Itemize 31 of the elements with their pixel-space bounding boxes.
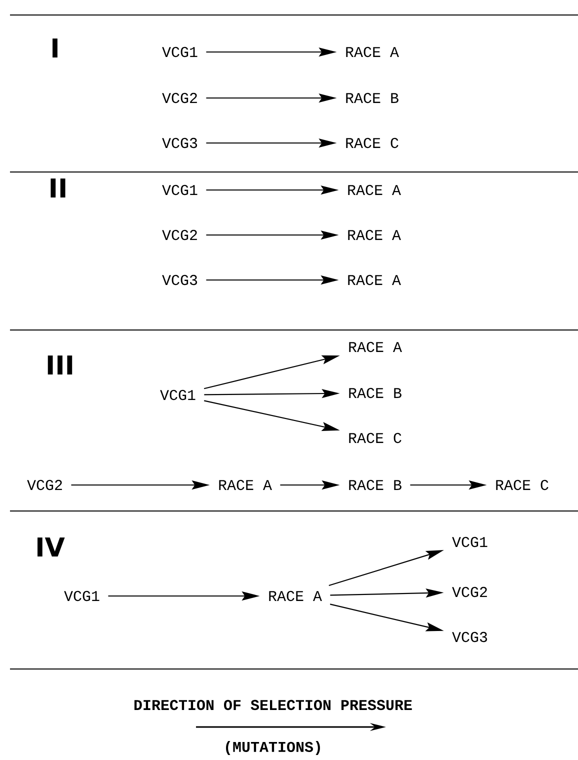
node-label: VCG3 [162,274,198,286]
node-label: RACE A [346,46,399,58]
section-numeral: IV [37,538,65,556]
node-label: RACE B [346,92,398,104]
node-label: RACE B [349,480,402,490]
node-label: VCG1 [160,390,196,400]
node-label: RACE B [349,388,402,398]
node-label: RACE A [219,480,272,490]
node-label: VCG2 [162,92,197,104]
node-label: RACE A [348,184,401,196]
node-label: RACE C [496,480,548,490]
node-label: VCG2 [452,586,487,598]
node-label: RACE C [346,138,398,148]
node-label: VCG2 [162,230,197,240]
node-label: VCG1 [162,46,198,58]
node-label: RACE A [349,342,402,352]
node-label: RACE A [348,230,401,240]
section-numeral: I [52,38,58,58]
node-label: VCG3 [162,138,198,148]
node-label: RACE A [269,590,322,602]
node-label: VCG2 [27,480,62,490]
section-numeral: II [50,178,66,198]
section-numeral: III [48,356,72,374]
caption-text: DIRECTION OF SELECTION PRESSURE [134,700,412,710]
node-label: RACE C [349,432,402,444]
node-label: VCG1 [162,184,198,196]
caption-text: (MUTATIONS) [226,741,320,755]
node-label: VCG1 [452,536,488,548]
node-label: RACE A [348,274,401,286]
node-label: VCG1 [64,590,100,602]
node-label: VCG3 [452,632,488,642]
